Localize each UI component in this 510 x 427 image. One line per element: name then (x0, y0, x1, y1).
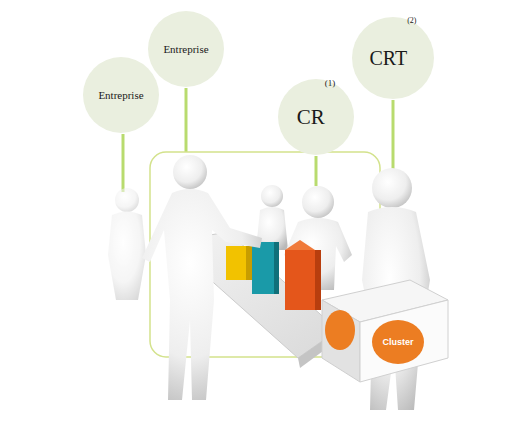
pack (226, 246, 246, 280)
leader-line (185, 88, 188, 152)
footnote-mark: (1) (325, 79, 336, 88)
circle-bubble: Entreprise (83, 57, 159, 133)
footnote-mark: (2) (407, 17, 416, 25)
circle-bubble: CR (1) (278, 79, 354, 155)
box-brand: Cluster (382, 338, 413, 347)
pack (252, 242, 274, 294)
figure-body (142, 189, 262, 400)
figure-body (108, 212, 146, 301)
bubble-label: Entreprise (98, 90, 143, 101)
figure-head (372, 168, 412, 208)
cluster-box (322, 280, 448, 382)
bubble-circle (83, 57, 159, 133)
back-figure (108, 188, 146, 300)
pack (285, 250, 315, 310)
figure-head (173, 155, 207, 189)
pack-side (246, 246, 252, 280)
box-emblem (325, 310, 355, 350)
entreprise-figure (142, 155, 262, 400)
bubble-label: CR (297, 107, 325, 128)
bubble-circle (278, 79, 354, 155)
bubble-label: Entreprise (163, 44, 208, 55)
leader-lines (123, 88, 393, 192)
pack-side (315, 250, 321, 310)
box-emblem (372, 320, 424, 364)
figure-head (261, 185, 283, 207)
figure-head (115, 188, 139, 212)
bubble-circle (148, 11, 224, 87)
figure-head (302, 186, 334, 218)
pack-top (285, 240, 315, 250)
box-side (322, 300, 360, 382)
leader-line (392, 100, 395, 170)
circle-bubble: Entreprise (148, 11, 224, 87)
bubble-circle (352, 17, 434, 99)
box-front (360, 300, 448, 382)
bubble-label: CRT (369, 48, 407, 68)
leader-line (315, 156, 318, 186)
pack-side (274, 242, 279, 294)
leader-line (122, 134, 125, 192)
circle-bubble: CRT (2) (352, 17, 434, 99)
